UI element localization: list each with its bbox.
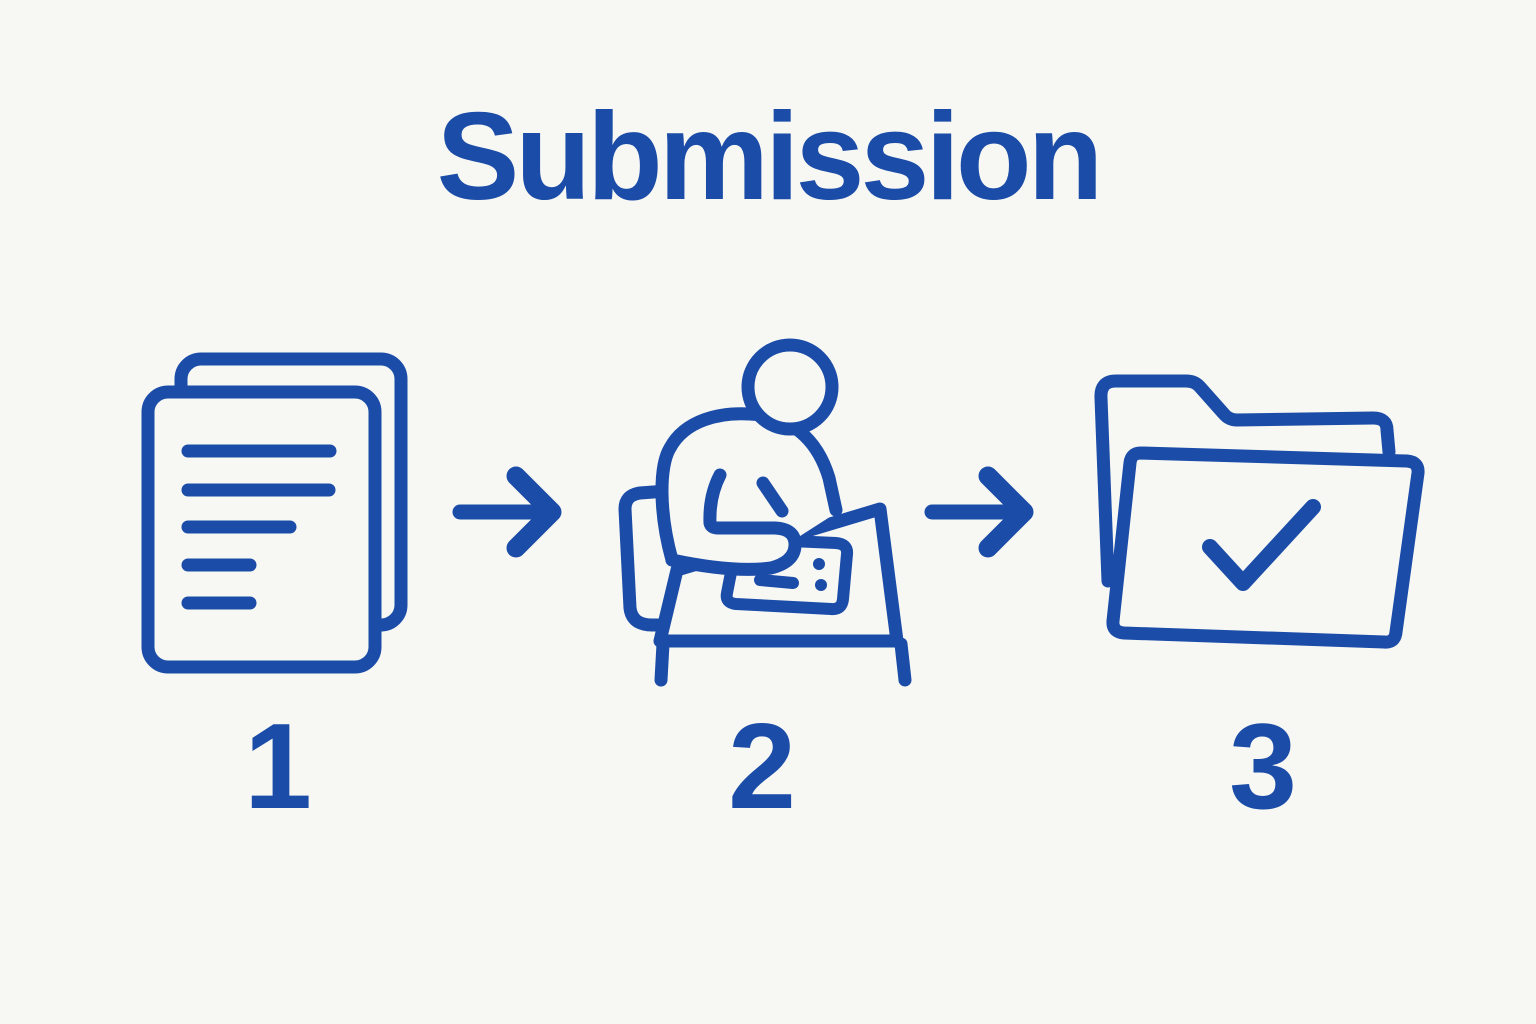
desk-leg	[654, 637, 670, 687]
pad-dot	[815, 579, 827, 591]
torso	[655, 407, 843, 567]
right-arrow-icon	[922, 456, 1057, 568]
check-icon	[1202, 499, 1321, 591]
head	[741, 338, 839, 436]
step-number-2: 2	[728, 698, 796, 834]
pad-line	[754, 574, 799, 589]
folder-back	[1094, 374, 1396, 588]
page-title: Submission	[436, 88, 1104, 226]
arm	[665, 468, 802, 576]
desk-leg	[894, 637, 912, 687]
person-writing-icon	[615, 328, 935, 688]
documents-icon	[140, 350, 410, 675]
step-number-1: 1	[244, 698, 312, 834]
chair	[618, 484, 674, 632]
right-arrow-icon	[450, 456, 585, 568]
folder-check-icon	[1093, 368, 1433, 668]
step-number-3: 3	[1229, 698, 1297, 834]
pad-dot	[813, 558, 825, 570]
pen	[756, 476, 789, 518]
